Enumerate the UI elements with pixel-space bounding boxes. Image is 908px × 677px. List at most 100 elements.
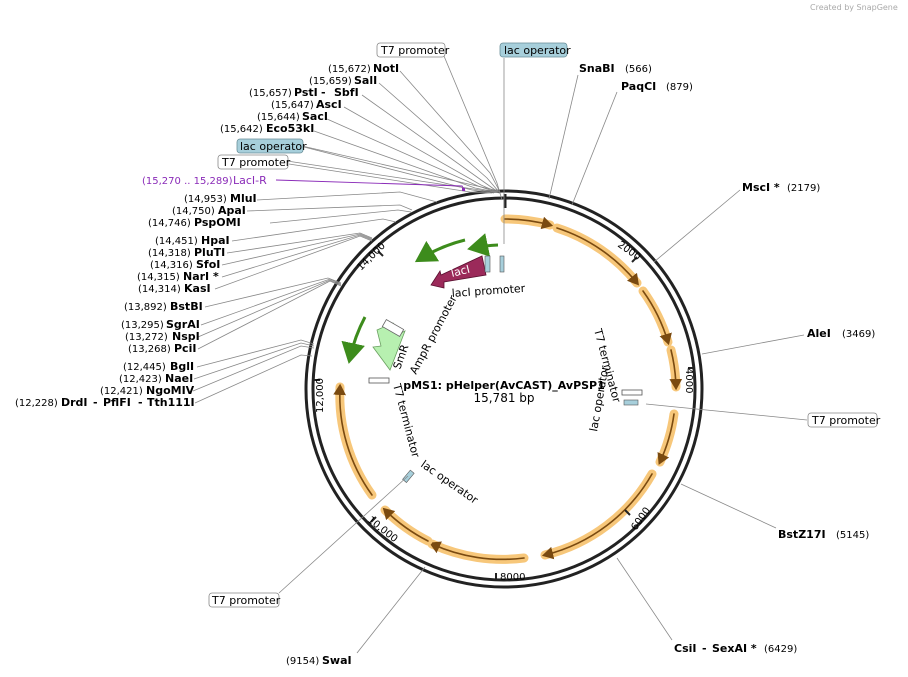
tick-10000 [370, 516, 377, 523]
laci-arrow [430, 255, 487, 289]
leader-line [680, 483, 777, 529]
site-name: AscI [316, 98, 342, 111]
laci-label: lacI [450, 263, 472, 280]
ampr-promoter-mark [381, 318, 405, 338]
t7-promoter-left-box [217, 154, 289, 170]
laci-r-mark [462, 188, 465, 191]
site-name: NspI [172, 330, 200, 343]
left-site-labels: (15,672) NotI (15,659) SalI (15,657) Pst… [15, 62, 399, 409]
right-site-labels: SnaBI (566) PaqCI (879) MscI * (2179) Al… [286, 62, 875, 667]
site-name: SbfI [334, 86, 359, 99]
orange-feature-halo [540, 469, 657, 560]
leader-line [196, 339, 315, 368]
site-position: (879) [666, 82, 693, 93]
site-position: (12,228) [15, 398, 58, 409]
leader-line [301, 145, 500, 192]
orange-feature-arrow [556, 227, 640, 286]
green-feature-arrow [467, 233, 499, 257]
site-name: SfoI [196, 258, 220, 271]
t7-promoter-bottom-label: T7 promoter [211, 594, 281, 607]
t7-promoter-top-label: T7 promoter [380, 44, 450, 57]
leader-line [356, 566, 426, 654]
ampr-promoter-label: AmpR promoter [407, 293, 460, 377]
orange-feature-arrow [333, 383, 373, 496]
leader-line [443, 55, 503, 201]
site-name: PaqCI [621, 80, 656, 93]
lac-operator-mark [623, 399, 639, 406]
plasmid-name: pMS1: pHelper(AvCAST)_AvPSP1 [403, 379, 605, 392]
site-separator: - [93, 396, 98, 409]
leader-line [221, 234, 373, 278]
orange-feature-halo [335, 382, 377, 500]
leader-line [701, 334, 805, 355]
leader-line [204, 277, 342, 308]
site-name: MscI * [742, 181, 780, 194]
tick-label-12000: 12,000 [315, 378, 326, 413]
leader-line [246, 204, 413, 212]
site-name: PspOMI [194, 216, 241, 229]
site-name: HpaI [201, 234, 230, 247]
site-name: AleI [807, 327, 831, 340]
leader-line [361, 94, 499, 193]
site-position: (14,316) [150, 260, 193, 271]
watermark-text: Created by SnapGene [810, 3, 898, 12]
lac-operator-mark [402, 469, 415, 483]
tick-6000 [624, 509, 631, 516]
lac-operator-top-label: lac operator [504, 44, 571, 57]
leader-line [653, 189, 741, 263]
site-separator: - [138, 396, 143, 409]
site-separator: - [321, 86, 326, 99]
site-position: (14,318) [148, 248, 191, 259]
site-name: PflFI [103, 396, 131, 409]
tick-label-14000: 14,000 [355, 241, 388, 274]
orange-feature-arrow [669, 349, 683, 391]
orange-feature-halo [638, 286, 673, 347]
site-position: (12,421) [100, 386, 143, 397]
site-position: (14,953) [184, 194, 227, 205]
t7-promoter-right-label: T7 promoter [811, 414, 881, 427]
green-features [341, 233, 499, 364]
site-name: DrdI [61, 396, 88, 409]
site-name: NarI * [183, 270, 219, 283]
laci-r-name: LacI-R [233, 174, 267, 187]
site-position: (2179) [787, 183, 820, 194]
site-name: ApaI [218, 204, 246, 217]
lac-operator-mark [484, 255, 491, 273]
site-position: (13,892) [124, 302, 167, 313]
site-position: (15,657) [249, 88, 292, 99]
orange-feature-arrow [429, 541, 525, 561]
site-position: (9154) [286, 656, 319, 667]
leader-line [269, 209, 412, 224]
site-name: BglI [170, 360, 194, 373]
leader-line [221, 233, 373, 266]
site-position: (6429) [764, 644, 797, 655]
tick-14000 [377, 250, 384, 257]
green-feature-arrow [414, 238, 466, 263]
site-position: (14,750) [172, 206, 215, 217]
orange-features [333, 214, 683, 564]
tick-label-8000: 8000 [500, 572, 525, 583]
leader-line [571, 91, 618, 206]
leader-line [192, 345, 315, 392]
site-position: (12,445) [123, 362, 166, 373]
t7-terminator-mark [621, 389, 643, 396]
site-name: Eco53kI [266, 122, 314, 135]
plasmid-size: 15,781 bp [473, 391, 534, 405]
site-position: (14,315) [137, 272, 180, 283]
leader-lines-left [192, 55, 503, 404]
site-name: KasI [184, 282, 211, 295]
laci-promoter-label: lacI promoter [451, 282, 526, 300]
site-name: SexAI * [712, 642, 757, 655]
site-name: PluTI [194, 246, 225, 259]
site-position: (15,672) [328, 64, 371, 75]
lac-operator-right-label: lac operator [587, 364, 611, 432]
tick-2000 [631, 256, 638, 263]
lac-operator-left-box [236, 138, 304, 154]
orange-feature-arrow [642, 290, 672, 346]
green-feature-arrow [341, 316, 367, 364]
leader-line [197, 280, 342, 350]
leader-line [226, 232, 373, 254]
site-name: BstBI [170, 300, 203, 313]
